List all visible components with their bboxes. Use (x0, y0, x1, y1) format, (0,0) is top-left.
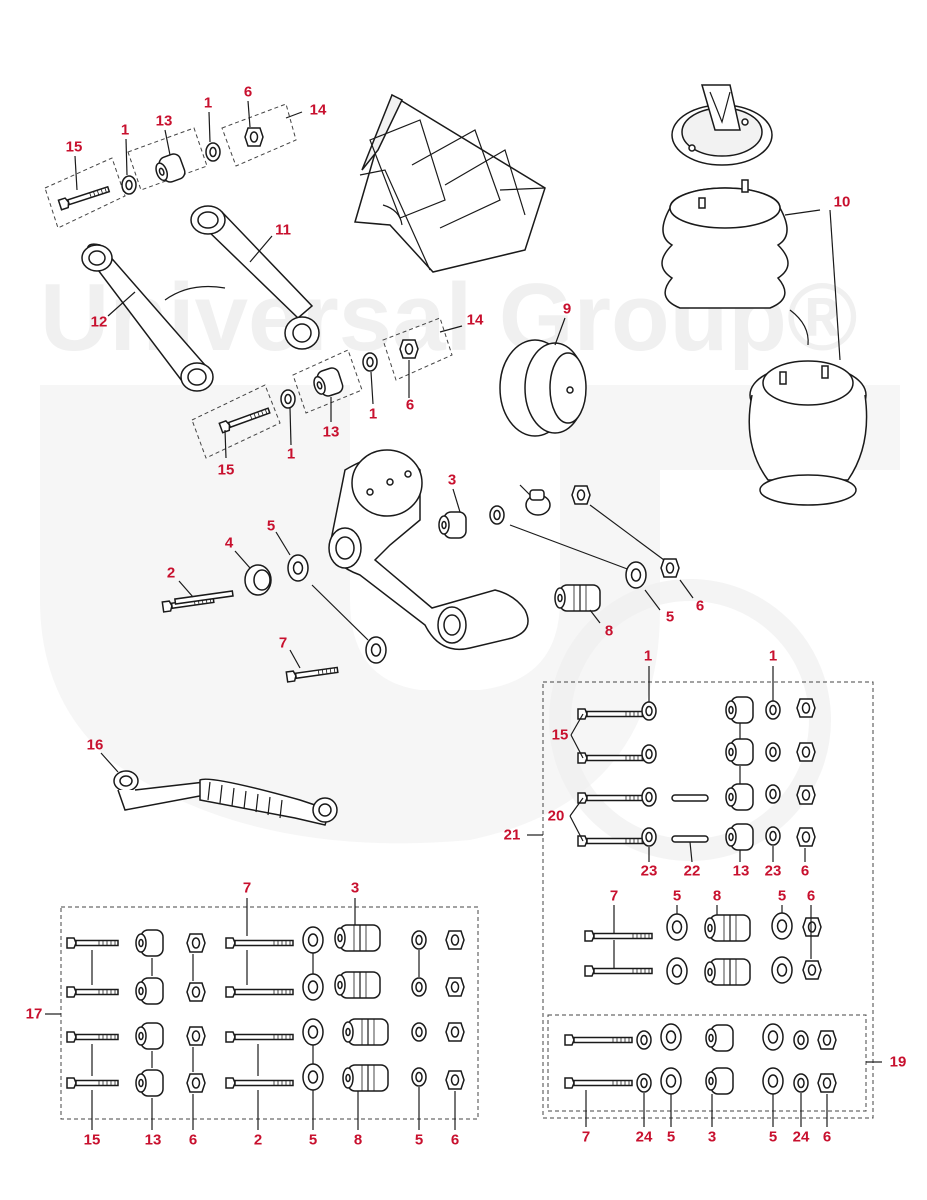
control-arm-11 (190, 205, 320, 350)
callout-17: 17 (26, 1006, 43, 1023)
shock-absorber-16 (113, 770, 338, 826)
callout-8: 8 (354, 1132, 362, 1149)
callout-24: 24 (636, 1129, 653, 1146)
callout-24: 24 (793, 1129, 810, 1146)
callout-15: 15 (552, 727, 569, 744)
kit-17 (45, 898, 479, 1130)
kit-21 (527, 666, 874, 1119)
callout-14: 14 (467, 312, 484, 329)
callout-14: 14 (310, 102, 327, 119)
callout-6: 6 (696, 598, 704, 615)
callout-1: 1 (644, 648, 652, 665)
callout-5: 5 (667, 1129, 675, 1146)
callout-1: 1 (204, 95, 212, 112)
callout-5: 5 (769, 1129, 777, 1146)
callout-23: 23 (641, 863, 658, 880)
callout-21: 21 (504, 827, 521, 844)
callout-6: 6 (807, 888, 815, 905)
air-spring-10 (661, 84, 868, 506)
callout-6: 6 (189, 1132, 197, 1149)
callout-5: 5 (666, 609, 674, 626)
callout-13: 13 (156, 113, 173, 130)
callout-9: 9 (563, 301, 571, 318)
callout-5: 5 (309, 1132, 317, 1149)
callout-labels: 15 1 13 1 6 14 11 12 10 9 14 6 1 13 1 15… (26, 84, 907, 1149)
trailing-arm-hardware (161, 484, 680, 683)
callout-5: 5 (778, 888, 786, 905)
callout-3: 3 (448, 472, 456, 489)
frame-bracket (354, 93, 546, 273)
callout-6: 6 (823, 1129, 831, 1146)
callout-6: 6 (451, 1132, 459, 1149)
lower-arm-hardware-group (191, 317, 463, 459)
callout-3: 3 (351, 880, 359, 897)
callout-1: 1 (369, 406, 377, 423)
callout-23: 23 (765, 863, 782, 880)
callout-13: 13 (145, 1132, 162, 1149)
callout-8: 8 (605, 623, 613, 640)
callout-6: 6 (406, 397, 414, 414)
callout-2: 2 (254, 1132, 262, 1149)
callout-16: 16 (87, 737, 104, 754)
callout-19: 19 (890, 1054, 907, 1071)
callout-5: 5 (267, 518, 275, 535)
kit-19 (547, 1014, 882, 1127)
callout-12: 12 (91, 314, 108, 331)
callout-1: 1 (769, 648, 777, 665)
callout-6: 6 (244, 84, 252, 101)
callout-22: 22 (684, 863, 701, 880)
callout-7: 7 (582, 1129, 590, 1146)
callout-15: 15 (218, 462, 235, 479)
trailing-arm (328, 449, 529, 650)
callout-13: 13 (733, 863, 750, 880)
callout-20: 20 (548, 808, 565, 825)
callout-8: 8 (713, 888, 721, 905)
callout-2: 2 (167, 565, 175, 582)
callout-7: 7 (279, 635, 287, 652)
callout-4: 4 (225, 535, 234, 552)
callout-6: 6 (801, 863, 809, 880)
callout-1: 1 (121, 122, 129, 139)
callout-15: 15 (84, 1132, 101, 1149)
callout-13: 13 (323, 424, 340, 441)
control-arm-12 (81, 243, 214, 392)
callout-10: 10 (834, 194, 851, 211)
callout-3: 3 (708, 1129, 716, 1146)
leader-lines (74, 100, 841, 773)
callout-5: 5 (673, 888, 681, 905)
callout-7: 7 (610, 888, 618, 905)
callout-1: 1 (287, 446, 295, 463)
callout-5: 5 (415, 1132, 423, 1149)
callout-11: 11 (275, 222, 291, 239)
bump-stop-9 (499, 339, 587, 437)
callout-7: 7 (243, 880, 251, 897)
callout-15: 15 (66, 139, 83, 156)
upper-arm-hardware-group (44, 103, 303, 229)
